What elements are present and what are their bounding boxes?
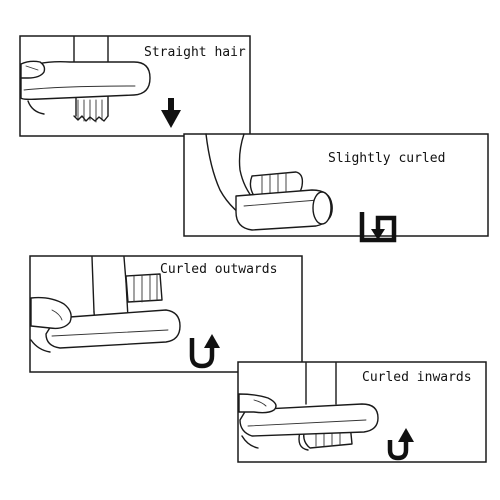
hair-iron-illustration [238,393,379,449]
panel-frame [183,133,489,237]
u-turn-up-icon [189,334,220,369]
panel-label-inwards: Curled inwards [362,370,472,385]
loop-arrow-icon [359,212,397,243]
panel-label-slightly: Slightly curled [328,151,445,166]
hair-iron-illustration [30,296,181,353]
panel-straight-hair: Straight hair [19,35,251,137]
hair-strand-illustration [73,36,109,123]
panel-curled-inwards: Curled inwards [237,361,487,463]
panel-label-straight: Straight hair [144,45,246,60]
hook-up-arrow-icon [387,428,414,461]
hair-iron-illustration [235,189,333,231]
down-arrow-icon [161,98,181,128]
hair-iron-illustration [20,60,151,115]
panel-label-outwards: Curled outwards [160,262,277,277]
panel-slightly-curled: Slightly curled [183,133,489,243]
panel-curled-outwards: Curled outwards [29,255,303,373]
